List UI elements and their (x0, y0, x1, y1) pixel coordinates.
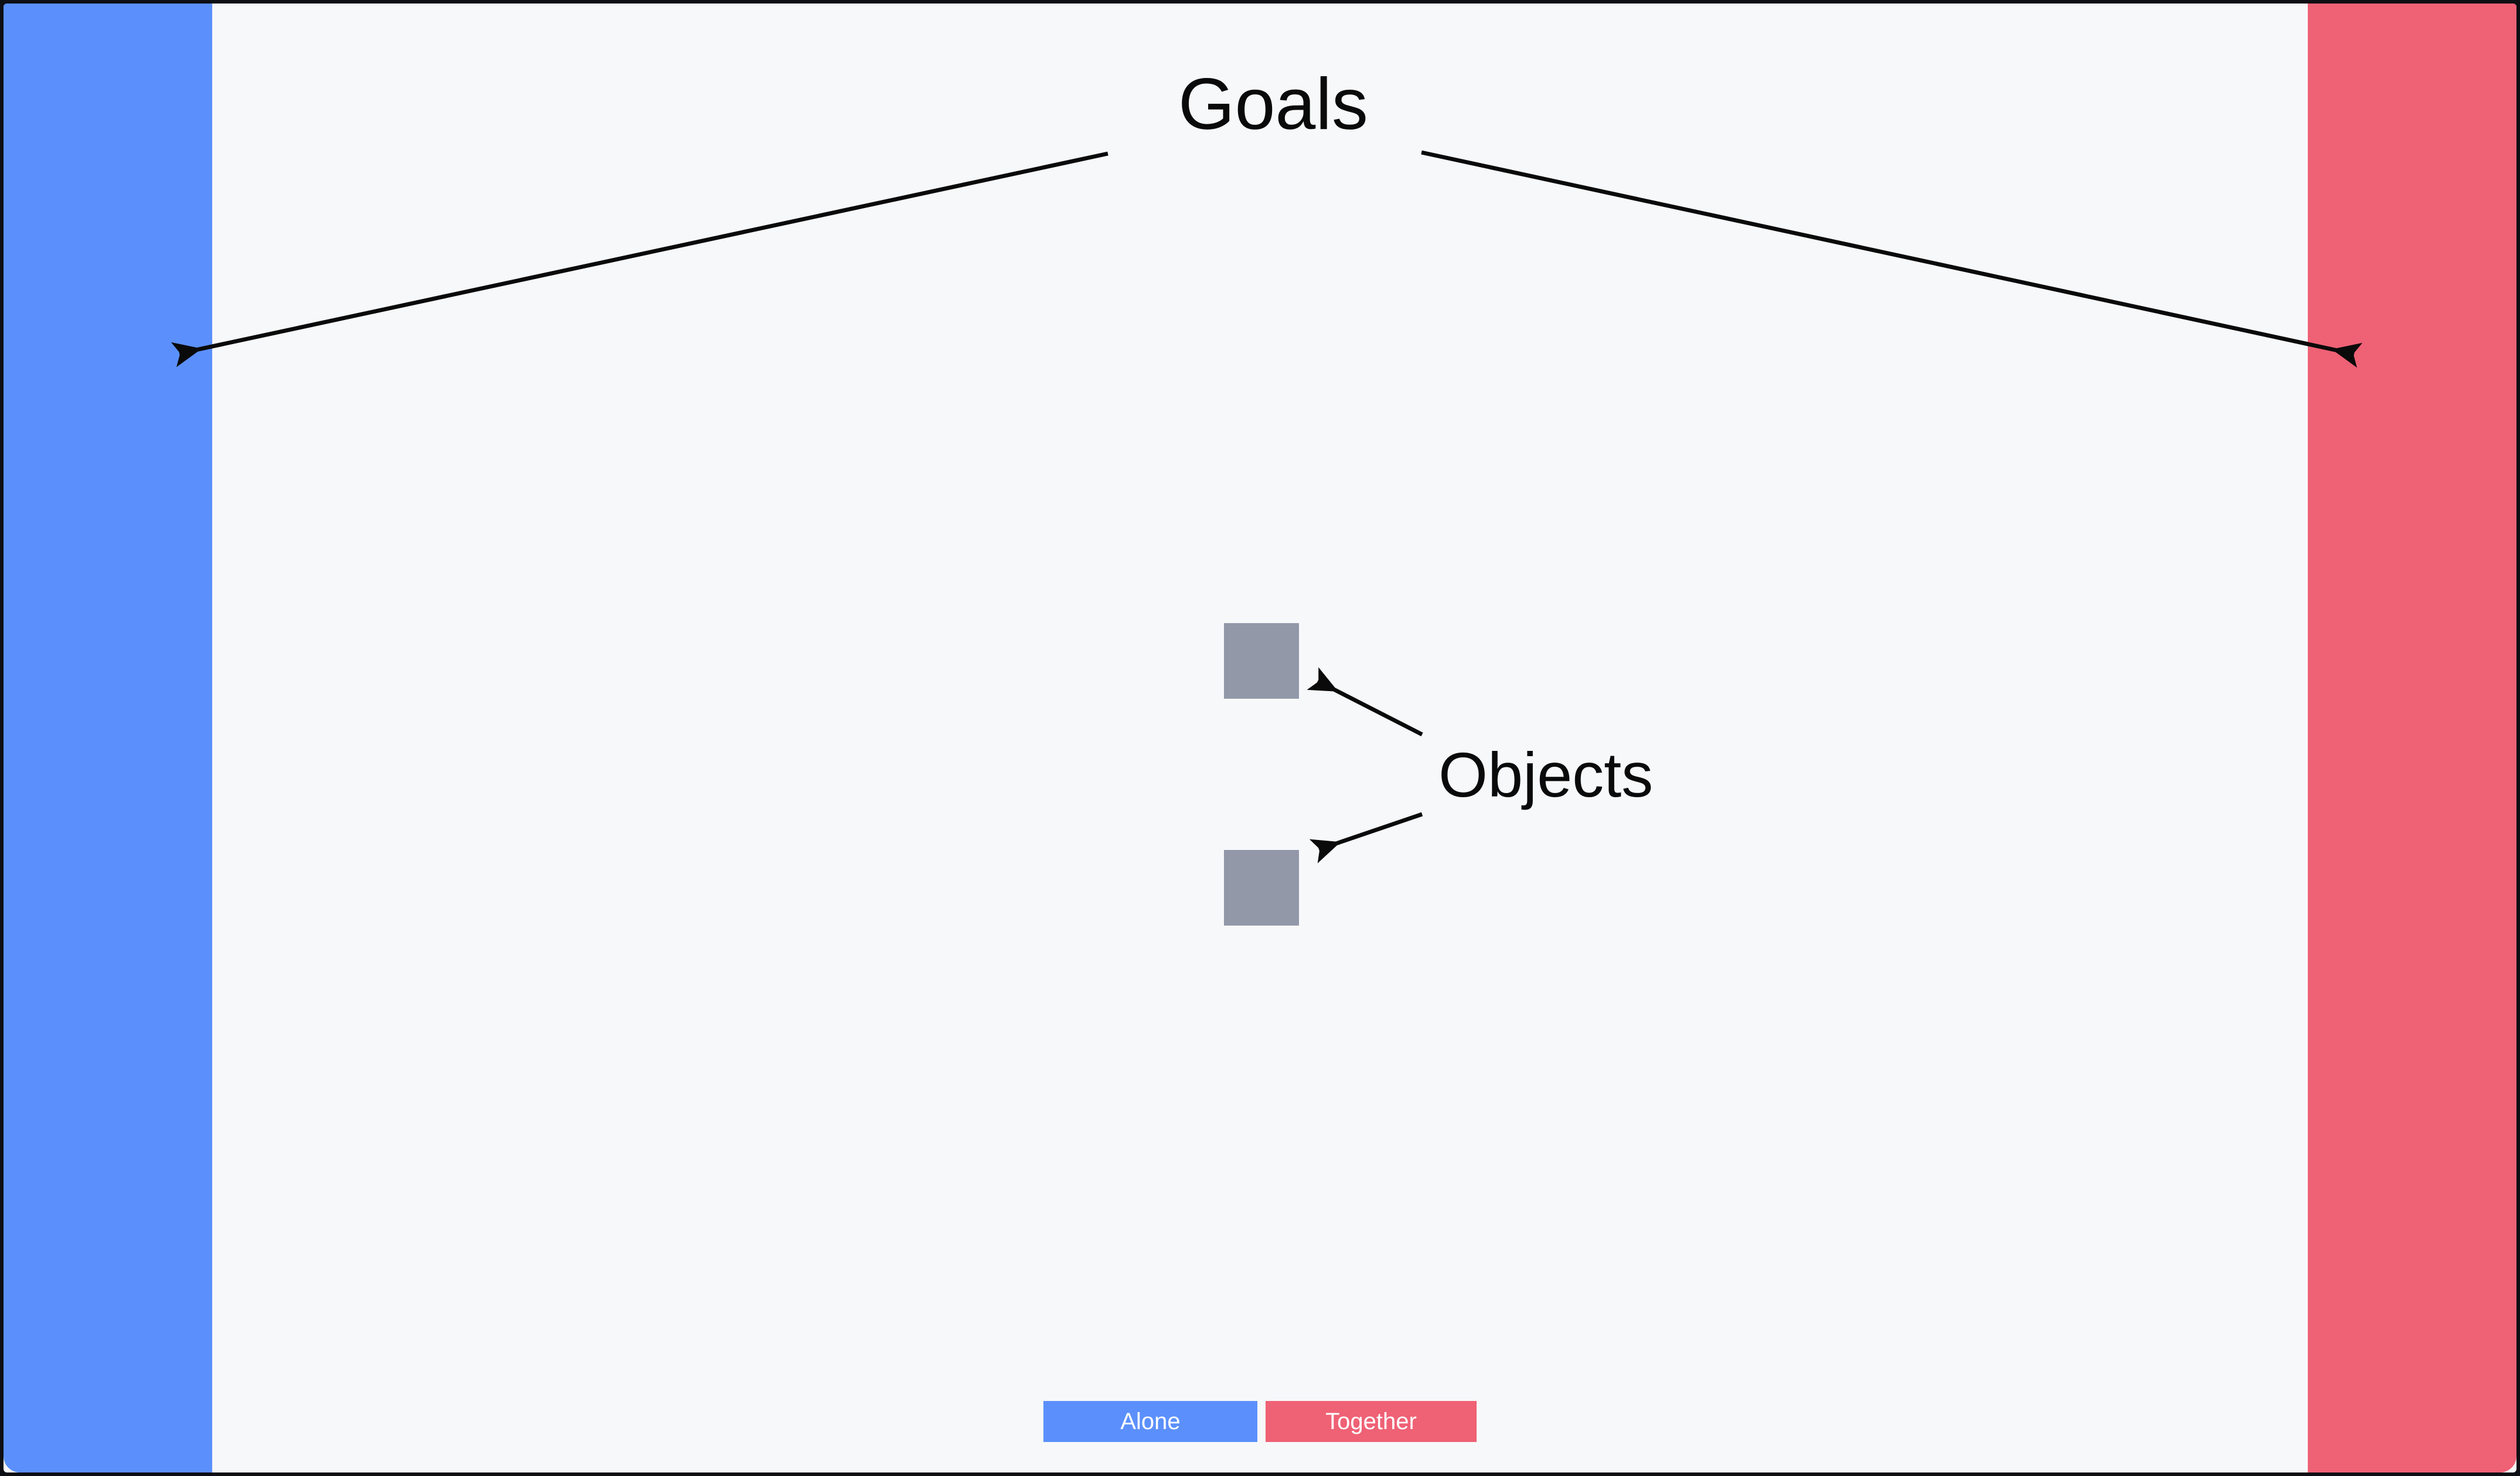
alone-button[interactable]: Alone (1043, 1401, 1257, 1442)
object-top[interactable] (1224, 623, 1299, 699)
objects-label: Objects (1438, 739, 1654, 810)
goal-zone-left[interactable] (4, 4, 212, 1472)
play-field[interactable]: Goals Objects Alone Together (4, 4, 2516, 1472)
annotation-overlay (171, 150, 2363, 863)
together-button[interactable]: Together (1266, 1401, 1477, 1442)
arrow-objects-to-bottom-box (1309, 812, 1423, 863)
control-bar: Alone Together (4, 1401, 2516, 1442)
goals-label: Goals (1178, 64, 1368, 145)
arrow-objects-to-top-box (1307, 667, 1423, 737)
arrow-goals-to-left-zone (171, 151, 1108, 368)
object-bottom[interactable] (1224, 850, 1299, 926)
goal-zone-right[interactable] (2308, 4, 2516, 1472)
arrow-goals-to-right-zone (1421, 150, 2363, 368)
